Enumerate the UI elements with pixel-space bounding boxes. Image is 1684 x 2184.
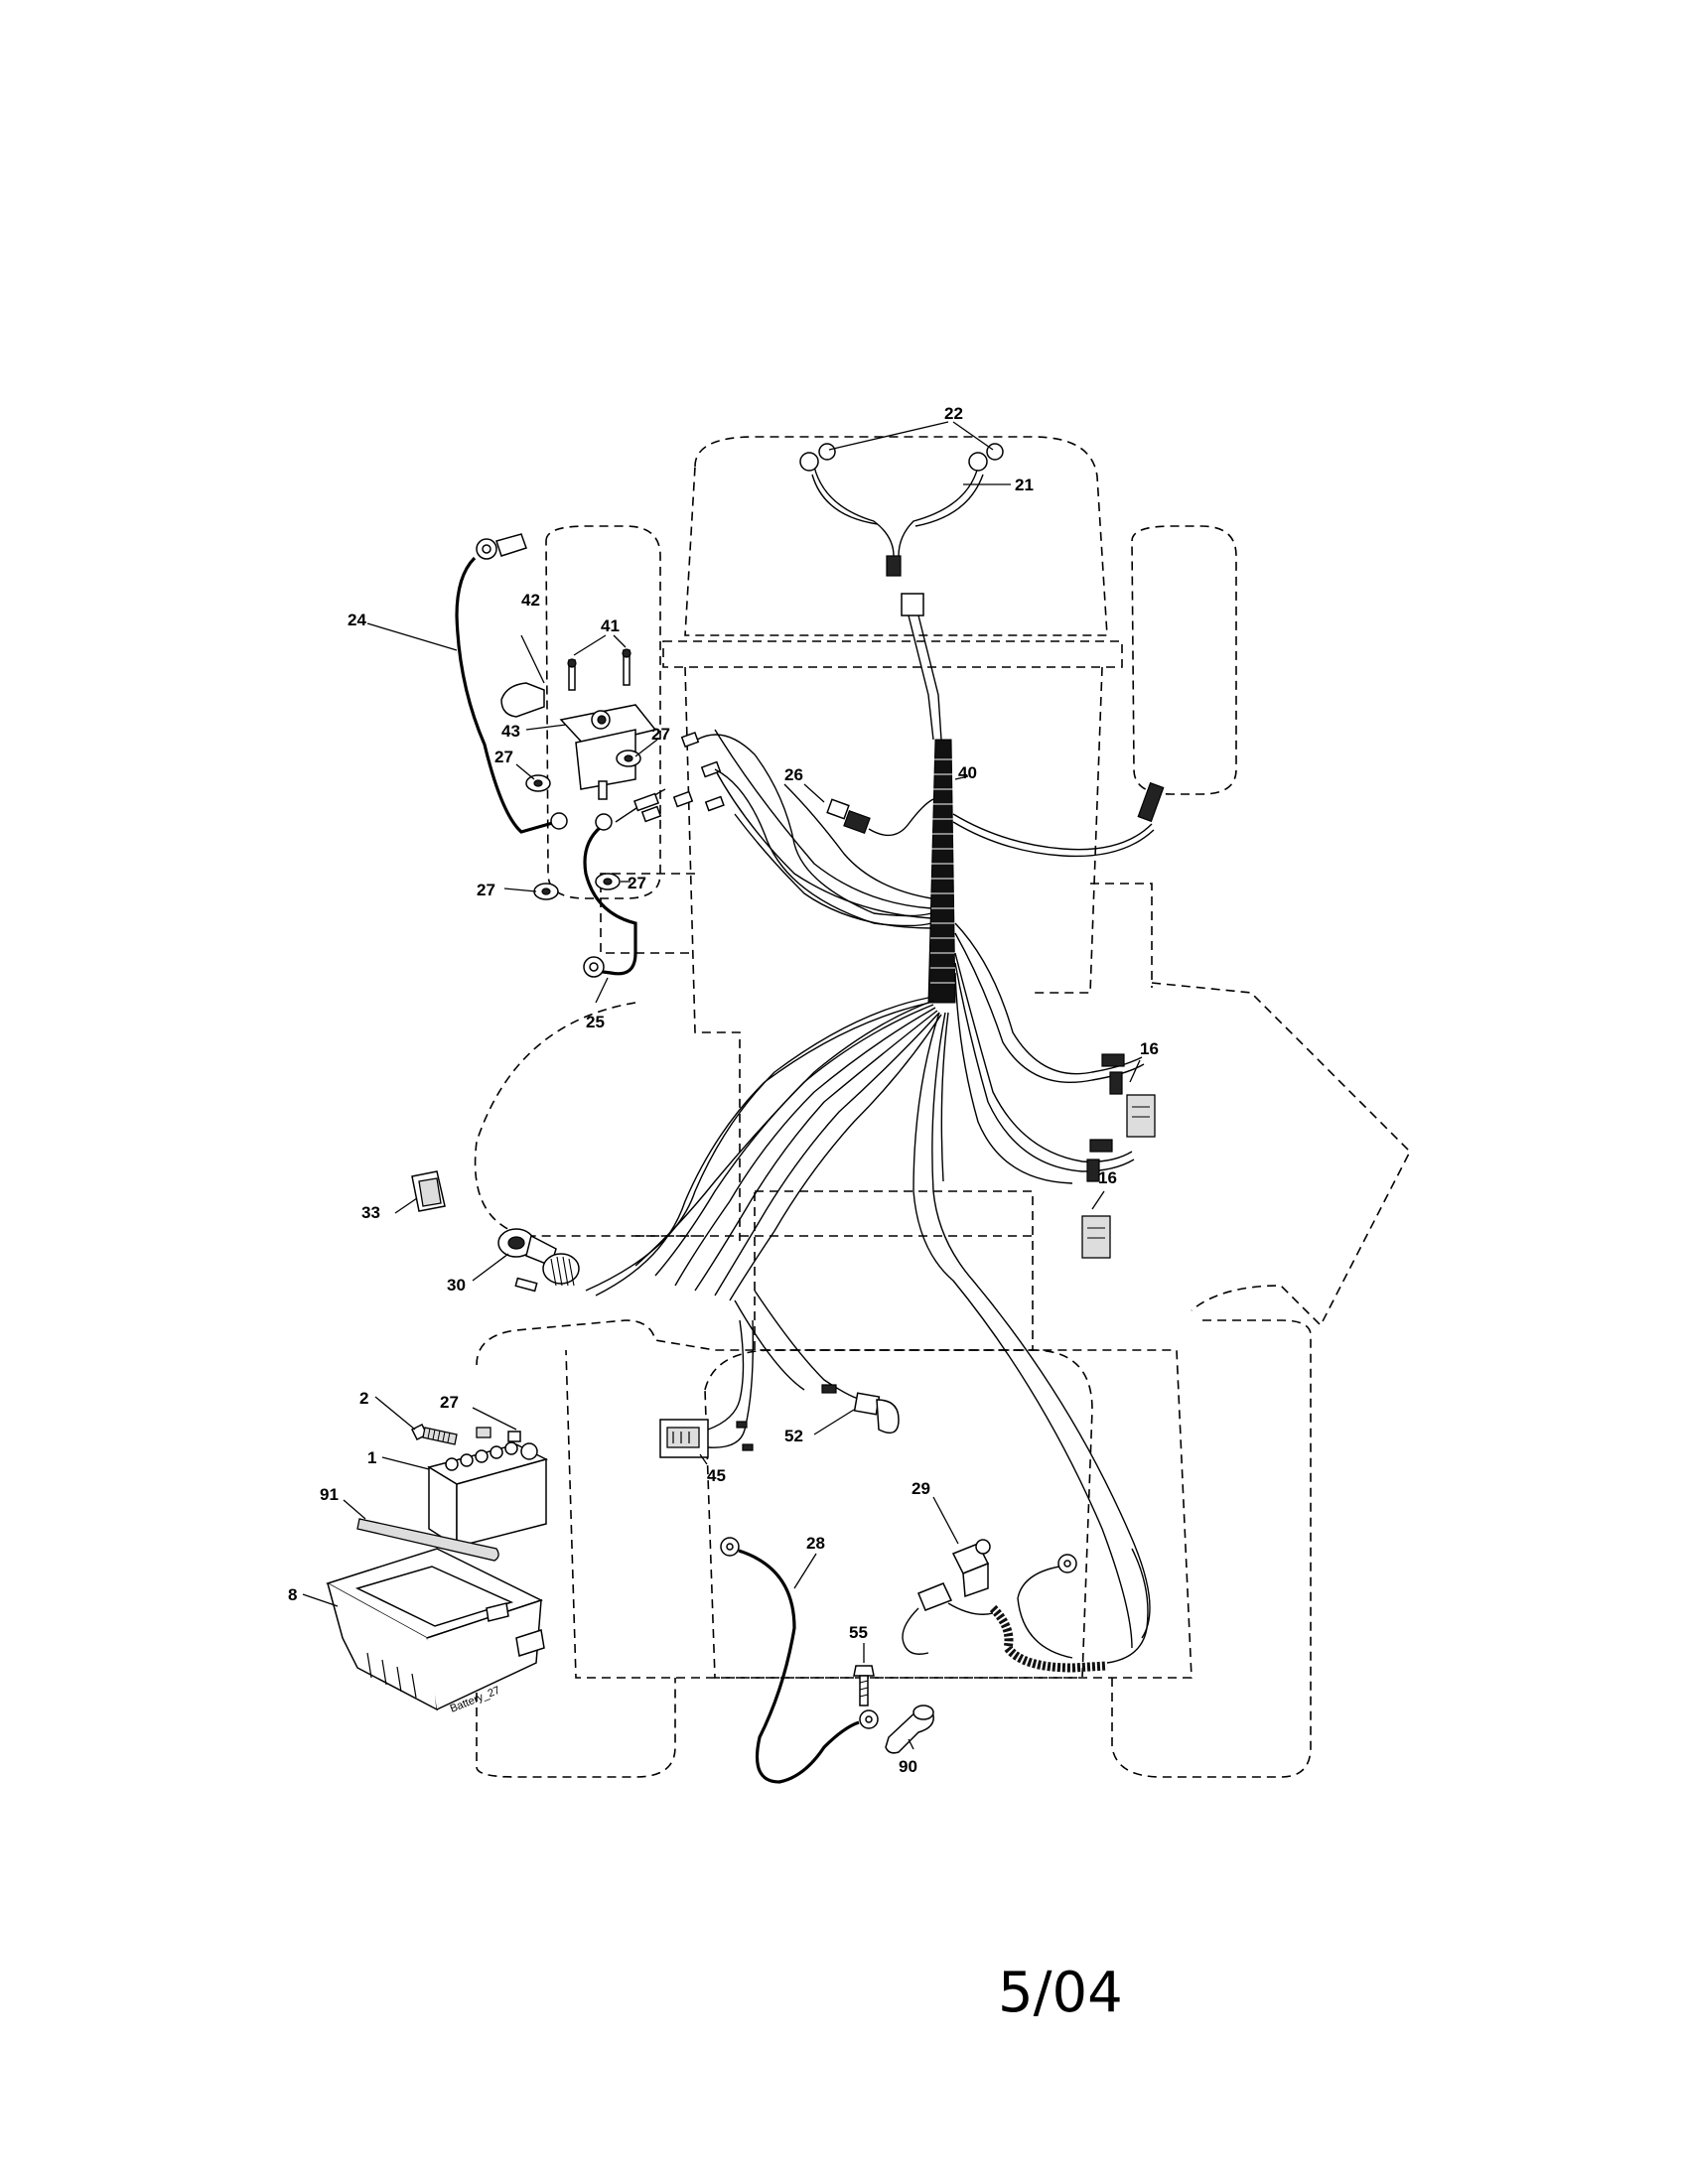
callout-22: 22 [944, 404, 963, 423]
battery-terminal-27 [472, 1407, 521, 1442]
headlight-connector [886, 555, 902, 577]
battery-strap-91 [356, 1518, 499, 1562]
callout-40: 40 [958, 763, 977, 782]
tractor-outline [474, 436, 1411, 1778]
callout-28: 28 [806, 1534, 825, 1553]
callout-27-upper-left: 27 [494, 748, 513, 766]
main-harness-loom [585, 729, 1165, 1649]
ground-cable-28 [720, 1537, 879, 1784]
connector-16a-socket [1109, 1071, 1123, 1095]
callout-27-lower-right: 27 [628, 874, 646, 892]
battery-1 [427, 1441, 549, 1549]
seat-switch-29 [902, 1539, 1149, 1673]
battery-cable-24 [455, 533, 568, 834]
callout-27-upper-right: 27 [651, 725, 670, 744]
bolt-55 [853, 1665, 875, 1706]
callout-33: 33 [361, 1203, 380, 1222]
fuse-holder-26 [826, 798, 934, 837]
callout-55: 55 [849, 1623, 868, 1642]
callout-1: 1 [367, 1448, 376, 1467]
callout-90: 90 [899, 1757, 917, 1776]
callout-30: 30 [447, 1276, 466, 1295]
callout-21: 21 [1015, 476, 1034, 494]
callout-8: 8 [288, 1585, 297, 1604]
callout-42: 42 [521, 591, 540, 610]
callout-41: 41 [601, 616, 620, 635]
terminal-boot-90 [885, 1705, 934, 1754]
callout-45: 45 [707, 1466, 726, 1485]
callout-25: 25 [586, 1013, 605, 1031]
top-left-plugs [640, 731, 932, 927]
callout-27-lower-left: 27 [477, 881, 495, 899]
ignition-key-33 [411, 1170, 446, 1212]
relay-16-bottom [1081, 1215, 1111, 1259]
terminal-boot-42 [500, 634, 545, 718]
callout-26: 26 [784, 765, 803, 784]
right-side-connector [1137, 781, 1165, 823]
ignition-switch-30 [497, 1228, 580, 1293]
relay-16-top [1126, 1094, 1156, 1138]
cable-25 [583, 788, 666, 978]
connector-16a-plug [1101, 1053, 1125, 1067]
callout-29: 29 [912, 1479, 930, 1498]
solenoid-43 [559, 648, 657, 800]
callout-16-bottom: 16 [1098, 1168, 1117, 1187]
callout-91: 91 [320, 1485, 339, 1504]
lamp-52 [734, 1290, 900, 1434]
battery-tray-8: Battery_27 [326, 1548, 545, 1715]
revision-date: 5/04 [998, 1961, 1123, 2025]
headlight-harness [799, 443, 1004, 741]
connector-16b-plug [1089, 1139, 1113, 1153]
headlight-socket-left [818, 443, 836, 461]
callout-52: 52 [784, 1427, 803, 1445]
harness-connector-top [901, 593, 924, 616]
headlight-bulb-right [968, 452, 988, 472]
headlight-socket-right [986, 443, 1004, 461]
callout-16-top: 16 [1140, 1039, 1159, 1058]
callout-2: 2 [359, 1389, 368, 1408]
hour-meter-45 [659, 1319, 755, 1458]
battery-bolt-2 [410, 1423, 458, 1445]
callout-24: 24 [348, 611, 366, 629]
nuts-27 [525, 750, 641, 900]
callout-43: 43 [501, 722, 520, 741]
headlight-bulb-left [799, 452, 819, 472]
callout-27-battery: 27 [440, 1393, 459, 1412]
callouts: 22 21 42 41 24 43 27 27 27 27 40 26 2 [288, 404, 1159, 1776]
connector-16b-socket [1086, 1159, 1100, 1182]
